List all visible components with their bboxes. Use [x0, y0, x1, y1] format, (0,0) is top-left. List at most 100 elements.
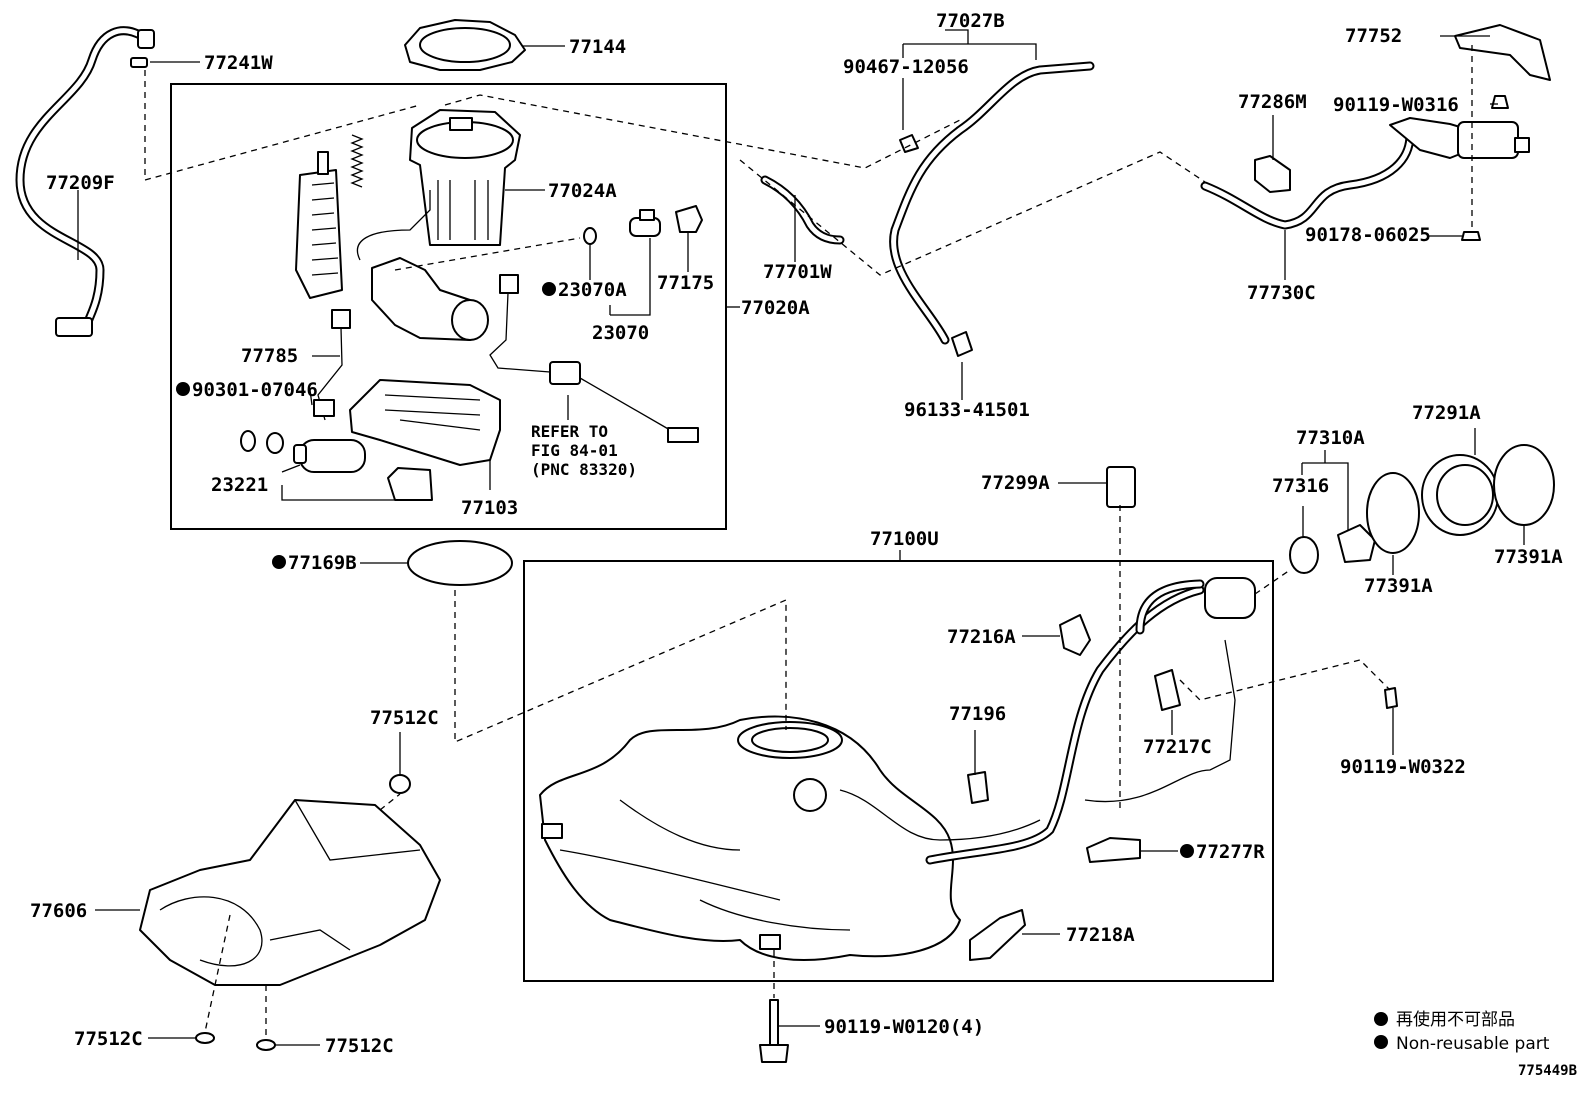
bolt-90119-w0316: [1491, 95, 1509, 109]
legend-bullet-jp: [1374, 1012, 1388, 1026]
label-90467-12056: 90467-12056: [843, 56, 969, 78]
o-ring-90301-07046: [240, 430, 256, 452]
fuel-pump-23221: [293, 439, 366, 473]
fuel-gauge-sender: [489, 274, 699, 443]
clamp-96133-41501: [951, 331, 973, 357]
dashed-guide-10: [379, 793, 401, 811]
pump-bracket: [387, 467, 433, 501]
label-77218a: 77218A: [1066, 924, 1135, 946]
label-77512c-bottom-left: 77512C: [74, 1028, 143, 1050]
bolt-90119-w0120: [759, 999, 789, 1063]
legend-japanese: 再使用不可部品: [1396, 1009, 1515, 1030]
bolt-90119-w0322: [1384, 687, 1398, 709]
gasket-77316: [1289, 536, 1319, 574]
dashed-guide-5: [454, 590, 787, 743]
non-reusable-bullet-77277r: [1180, 844, 1194, 858]
filler-pipe: [839, 577, 1256, 865]
label-23070a: 23070A: [558, 279, 627, 301]
label-77241w: 77241W: [204, 52, 273, 74]
label-90119-w0322: 90119-W0322: [1340, 756, 1466, 778]
hose-77701w: [760, 175, 845, 245]
dashed-guide-4: [394, 237, 581, 271]
label-90178-06025: 90178-06025: [1305, 224, 1431, 246]
clip-77299a: [1106, 466, 1136, 508]
label-90301-07046-group: 90301-07046: [176, 379, 318, 401]
legend-english: Non-reusable part: [1396, 1034, 1550, 1054]
pressure-regulator-23070: [629, 209, 661, 237]
fuel-tank-assembly-box: [523, 560, 1274, 982]
label-77316: 77316: [1272, 475, 1329, 497]
label-77391a-left: 77391A: [1364, 575, 1433, 597]
cushion: [266, 432, 284, 454]
label-77169b: 77169B: [288, 552, 357, 574]
label-77196: 77196: [949, 703, 1006, 725]
fuel-tank-77100u: [539, 715, 961, 961]
label-77277r-group: 77277R: [1180, 841, 1265, 863]
gasket-77391a-right: [1493, 444, 1555, 526]
figure-id: 775449B: [1518, 1063, 1577, 1079]
spring: [350, 134, 364, 188]
label-77209f: 77209F: [46, 172, 115, 194]
breather-tube-77027b: [889, 61, 1095, 345]
clamp-77277r: [1086, 837, 1141, 863]
dashed-guide-1: [144, 70, 421, 181]
clip-77512c-bottom-right: [256, 1039, 276, 1051]
label-23070: 23070: [592, 322, 649, 344]
label-77217c: 77217C: [1143, 736, 1212, 758]
label-77020a: 77020A: [741, 297, 810, 319]
retainer-ring-77144: [404, 19, 526, 71]
label-77277r: 77277R: [1196, 841, 1265, 863]
leader-lines: [77, 29, 1525, 1046]
label-77027b: 77027B: [936, 10, 1005, 32]
label-77144: 77144: [569, 36, 626, 58]
connector-77286m: [1254, 155, 1291, 193]
gasket-77169b: [407, 540, 513, 586]
non-reusable-bullet-23070a: [542, 282, 556, 296]
label-77286m: 77286M: [1238, 91, 1307, 113]
label-90301-07046: 90301-07046: [192, 379, 318, 401]
lock-ring-77291a: [1421, 454, 1499, 536]
legend-bullet-en: [1374, 1035, 1388, 1049]
label-90119-w0316: 90119-W0316: [1333, 94, 1459, 116]
label-77100u: 77100U: [870, 528, 939, 550]
label-77169b-group: 77169B: [272, 552, 357, 574]
dashed-guide-8: [1254, 569, 1291, 595]
reference-note: REFER TO FIG 84-01 (PNC 83320): [531, 395, 637, 479]
label-77701w: 77701W: [763, 261, 832, 283]
clamp-77216a: [1059, 614, 1091, 656]
label-77512c-bottom-right: 77512C: [325, 1035, 394, 1057]
clamp-90467-12056: [899, 134, 919, 153]
nut-90178-06025: [1461, 231, 1481, 241]
fuel-pump-module: [356, 190, 489, 341]
label-23070a-group: 23070A: [542, 279, 627, 301]
o-ring-23070a: [583, 227, 597, 245]
label-77730c: 77730C: [1247, 282, 1316, 304]
fuel-line-77209f: [15, 26, 155, 337]
fuel-filter-element: [295, 151, 343, 299]
reference-note-line1: REFER TO: [531, 422, 608, 441]
reference-note-line2: FIG 84-01: [531, 441, 618, 460]
dashed-guide-2: [444, 94, 961, 169]
label-77391a-right: 77391A: [1494, 546, 1563, 568]
label-23221: 23221: [211, 474, 268, 496]
o-ring-77391a-left: [1366, 472, 1420, 554]
clip-77175: [675, 205, 703, 233]
clamp-77217c: [1154, 669, 1181, 711]
non-reusable-bullet-90301: [176, 382, 190, 396]
vent-tube-77730c: [1200, 130, 1415, 230]
label-77310a: 77310A: [1296, 427, 1365, 449]
legend: 再使用不可部品 Non-reusable part: [1374, 1009, 1550, 1054]
label-77299a: 77299A: [981, 472, 1050, 494]
dashed-guide-3: [739, 151, 1206, 276]
label-77752: 77752: [1345, 25, 1402, 47]
cap-77310a: [1337, 524, 1376, 563]
label-77216a: 77216A: [947, 626, 1016, 648]
clip-77196: [967, 771, 989, 804]
non-reusable-bullet-77169b: [272, 555, 286, 569]
clip-77241w: [130, 57, 148, 68]
sub-tank-77103: [349, 379, 501, 466]
clip-77512c-bottom-left: [195, 1032, 215, 1044]
label-77785: 77785: [241, 345, 298, 367]
label-77103: 77103: [461, 497, 518, 519]
